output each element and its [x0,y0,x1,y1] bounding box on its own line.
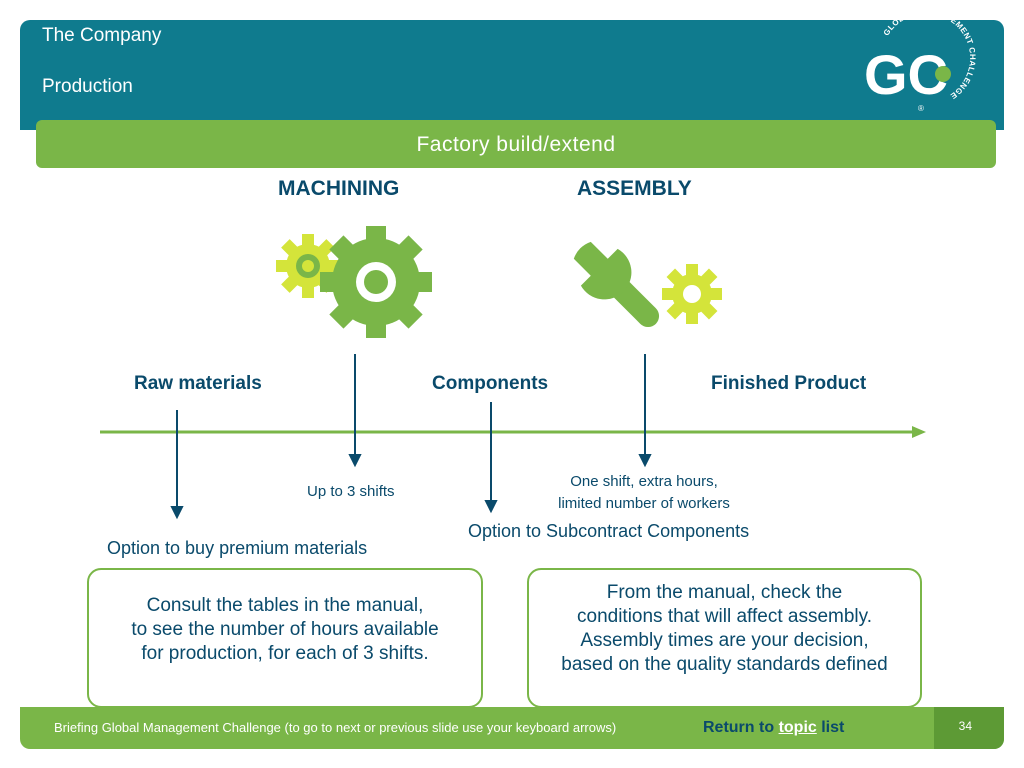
arrow-down-icon [484,500,498,514]
assembly-title: ASSEMBLY [577,177,692,200]
page-number: 34 [958,719,972,733]
arrow-down-icon [638,454,652,468]
note-assembly-line2: limited number of workers [558,495,730,512]
label-raw-materials: Raw materials [134,373,262,394]
assembly-gear-icon [662,264,722,324]
page-number-box: 34 [934,707,1004,749]
return-suffix: list [821,719,845,736]
box-left-line: Consult the tables in the manual, [146,595,424,616]
logo-registered: ® [918,104,924,113]
box-right-line: based on the quality standards defined [561,654,888,675]
note-premium-materials: Option to buy premium materials [107,538,368,558]
wrench-icon [573,241,660,328]
box-right-line: Assembly times are your decision, [580,630,869,651]
gc-logo: GLOBAL MANAGEMENT CHALLENGE GC ® [848,7,978,118]
slide-title-banner: Factory build/extend [36,120,996,168]
breadcrumb-section: Production [42,76,133,97]
header-band [20,20,1004,130]
box-right-line: From the manual, check the [606,582,843,603]
box-right-line: conditions that will affect assembly. [577,606,872,627]
arrow-right-icon [912,426,926,438]
topic-link[interactable]: topic [778,719,817,736]
return-prefix: Return to [703,719,775,736]
footer-briefing-text: Briefing Global Management Challenge (to… [54,720,617,735]
breadcrumb-company: The Company [42,25,162,46]
note-assembly: One shift, extra hours, limited number o… [530,471,758,515]
note-subcontract: Option to Subcontract Components [468,521,750,541]
box-left-line: for production, for each of 3 shifts. [141,643,429,664]
box-left-line: to see the number of hours available [131,619,439,640]
info-box-left: Consult the tables in the manual, to see… [87,568,483,708]
footer-bar: Briefing Global Management Challenge (to… [20,707,1004,749]
info-box-right: From the manual, check the conditions th… [527,568,922,708]
label-components: Components [432,373,549,394]
arrow-down-icon [348,454,362,468]
return-to-topic-link[interactable]: Return to topic list [703,719,844,737]
note-shifts: Up to 3 shifts [307,483,395,500]
note-assembly-line1: One shift, extra hours, [570,473,718,490]
arrow-down-icon [170,506,184,520]
label-finished-product: Finished Product [711,373,867,394]
machining-title: MACHINING [278,177,400,200]
logo-letters: GC [864,43,948,106]
large-gear-icon [320,226,432,338]
